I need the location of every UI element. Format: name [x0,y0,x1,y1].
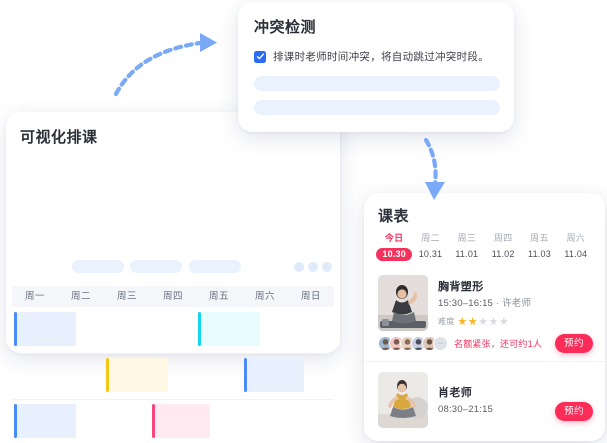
arrow-scheduler-to-conflict [113,33,217,97]
schedule-event-block[interactable] [106,358,169,392]
weekday-fri[interactable]: 周五 [208,291,229,302]
conflict-checkbox-label: 排课时老师时间冲突，将自动跳过冲突时段。 [273,51,489,63]
class-teacher: · 许老师 [495,298,532,309]
day-tab-name: 今日 [384,233,404,243]
class-time-text: 15:30–16:15 [438,298,494,309]
class-schedule-card: 课表 今日 10.30 周二 10.31 周三 11.01 周四 11.02 周五 11.03 周六… [364,193,605,441]
weekday-header: 周一 周二 周三 周四 周五 周六 周日 [12,286,334,307]
weekday-mon[interactable]: 周一 [24,291,45,302]
day-tab-date: 11.03 [528,249,551,259]
class-difficulty: 难度 ★★★★★ [438,312,509,330]
class-spots-text: 名额紧张，还可约1人 [454,339,543,349]
scheduler-toolbar [72,260,334,274]
classes-title: 课表 [378,208,410,225]
day-tab[interactable]: 周二 10.31 [412,231,448,262]
day-tab-date: 10.31 [418,249,443,259]
conflict-placeholder-group [254,76,500,124]
event-accent-bar [106,358,109,392]
schedule-event-block[interactable] [152,404,210,438]
book-button[interactable]: 预约 [555,402,593,421]
weekday-tue[interactable]: 周二 [70,291,91,302]
class-thumbnail [378,372,428,428]
day-tab-name: 周五 [530,233,549,243]
day-tab[interactable]: 周三 11.01 [449,231,485,262]
toolbar-dot-icon[interactable] [322,262,332,272]
class-list-item[interactable]: 肖老师 08:30–21:15 预约 [364,361,605,439]
schedule-event-block[interactable] [14,312,77,346]
toolbar-dot-icon[interactable] [294,262,304,272]
day-tab[interactable]: 周六 11.04 [558,231,594,262]
class-teacher-name: 许老师 [502,298,532,309]
event-accent-bar [14,312,17,346]
class-list-item[interactable]: 胸背塑形 15:30–16:15 · 许老师 难度 ★★★★★ ··· 名额紧张… [364,270,605,358]
class-spots-row: ··· 名额紧张，还可约1人 [378,336,542,351]
day-tab-date: 10.30 [376,247,412,261]
placeholder-bar [254,76,500,91]
difficulty-label: 难度 [438,316,455,326]
grid-row [12,353,334,399]
weekday-thu[interactable]: 周四 [162,291,183,302]
class-name: 肖老师 [438,387,473,399]
toolbar-dot-icon[interactable] [308,262,318,272]
event-accent-bar [14,404,17,438]
class-name: 胸背塑形 [438,281,484,293]
day-tab[interactable]: 周五 11.03 [521,231,557,262]
toolbar-placeholder-pill [130,260,182,273]
day-tab[interactable]: 周四 11.02 [485,231,521,262]
star-empty-icon: ★ [498,316,509,328]
book-button[interactable]: 预约 [555,334,593,353]
difficulty-stars: ★★★★★ [457,312,509,330]
day-tab-name: 周二 [421,233,440,243]
event-accent-bar [244,358,247,392]
toolbar-placeholder-pill [72,260,124,273]
day-tab-date: 11.04 [564,249,588,259]
weekday-wed[interactable]: 周三 [116,291,137,302]
schedule-event-block[interactable] [244,358,304,392]
weekday-sun[interactable]: 周日 [300,291,321,302]
checkbox-checked-icon[interactable] [254,50,266,63]
toolbar-placeholder-pill [189,260,241,273]
star-filled-icon: ★ [467,316,478,328]
grid-row [12,399,334,443]
day-tab-name: 周四 [493,233,513,243]
schedule-grid [12,307,334,443]
day-tab-name: 周三 [457,233,477,243]
conflict-checkbox-row[interactable]: 排课时老师时间冲突，将自动跳过冲突时段。 [254,49,489,64]
day-tab-name: 周六 [566,233,586,243]
scheduler-title: 可视化排课 [20,129,98,146]
day-tab-today[interactable]: 今日 10.30 [376,231,412,262]
class-time: 15:30–16:15 · 许老师 [438,295,531,309]
schedule-event-block[interactable] [198,312,261,346]
placeholder-bar [254,100,500,115]
star-filled-icon: ★ [457,316,468,328]
class-time: 08:30–21:15 [438,404,494,415]
day-tabs: 今日 10.30 周二 10.31 周三 11.01 周四 11.02 周五 11.03 周六 11.… [376,231,594,262]
schedule-event-block[interactable] [14,404,77,438]
class-thumbnail [378,275,428,331]
star-empty-icon: ★ [478,316,489,328]
event-accent-bar [198,312,201,346]
event-accent-bar [152,404,155,438]
star-empty-icon: ★ [488,316,499,328]
attendee-avatar-more[interactable]: ··· [433,336,448,351]
attendee-avatar [422,336,437,351]
conflict-detection-card: 冲突检测 排课时老师时间冲突，将自动跳过冲突时段。 [238,2,514,132]
attendee-avatar-group: ··· [378,336,448,351]
visual-scheduler-card: 可视化排课 周一 周二 周三 周四 周五 周六 周日 [6,112,340,438]
day-tab-date: 11.01 [455,249,479,259]
day-tab-date: 11.02 [491,249,515,259]
conflict-title: 冲突检测 [254,19,317,36]
weekday-sat[interactable]: 周六 [254,291,275,302]
